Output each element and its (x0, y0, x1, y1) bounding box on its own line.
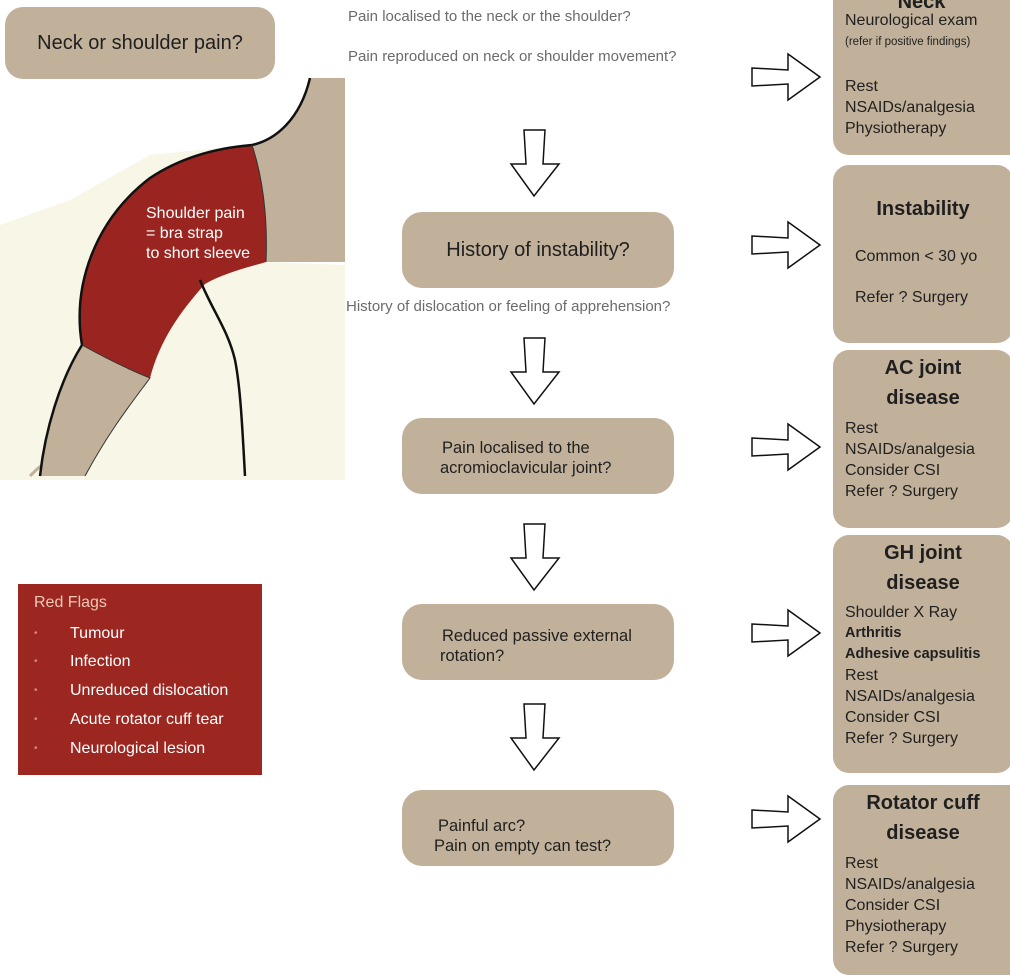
question-neck-2: Pain reproduced on neck or shoulder move… (348, 48, 677, 65)
outcome-title: Rotator cuff (866, 792, 980, 814)
outcome-title: disease (886, 387, 960, 409)
outcome-line: Rest (845, 855, 878, 872)
outcome-line: (refer if positive findings) (845, 36, 971, 48)
outcome-line: Consider CSI (845, 462, 941, 479)
shoulder-label-line: Shoulder pain (146, 205, 245, 222)
bullet-icon: • (34, 656, 38, 667)
red-flag-item: • Acute rotator cuff tear (34, 710, 224, 730)
outcome-line: NSAIDs/analgesia (845, 876, 975, 893)
outcome-title: disease (886, 822, 960, 844)
outcome-title: Neck (897, 0, 946, 13)
shoulder-label-line: = bra strap (146, 225, 223, 242)
red-flag-label: Unreduced dislocation (70, 682, 229, 700)
flow-box-label: Pain localised to the (442, 439, 590, 457)
question-neck-1: Pain localised to the neck or the should… (348, 8, 631, 25)
right-arrow-icon (751, 608, 822, 658)
outcome-title: AC joint (884, 357, 962, 379)
shoulder-label-line: to short sleeve (146, 245, 251, 262)
red-flag-item: • Tumour (34, 624, 125, 644)
outcome-line: Common < 30 yo (855, 248, 978, 265)
outcome-title: GH joint (884, 542, 962, 564)
outcome-line: Arthritis (845, 625, 902, 641)
outcome-ac-joint: AC joint disease Rest NSAIDs/analgesia C… (833, 350, 1010, 528)
outcome-line: Consider CSI (845, 897, 941, 914)
flow-box-label: Reduced passive external (442, 627, 632, 645)
outcome-line: Refer ? Surgery (845, 939, 958, 956)
flow-box-label: History of instability? (446, 239, 630, 261)
red-flag-label: Tumour (70, 625, 125, 643)
outcome-gh-joint: GH joint disease Shoulder X Ray Arthriti… (833, 535, 1010, 773)
flow-box-external-rotation: Reduced passive external rotation? (402, 604, 674, 680)
outcome-line: Physiotherapy (845, 918, 947, 935)
outcome-line: NSAIDs/analgesia (845, 99, 975, 116)
flow-box-rotator-cuff: Painful arc? Pain on empty can test? (402, 790, 674, 866)
outcome-line: Neurological exam (845, 12, 978, 29)
down-arrow-icon (509, 337, 561, 406)
outcome-line: Shoulder X Ray (845, 604, 958, 621)
right-arrow-icon (751, 52, 822, 102)
outcome-title: disease (886, 572, 960, 594)
red-flag-item: • Neurological lesion (34, 739, 205, 759)
question-dislocation: History of dislocation or feeling of app… (346, 298, 671, 315)
flow-box-label: rotation? (440, 647, 505, 665)
red-flags-panel: Red Flags • Tumour • Infection • Unreduced … (18, 584, 262, 775)
outcome-line: NSAIDs/analgesia (845, 688, 975, 705)
right-arrow-icon (751, 794, 822, 844)
bullet-icon: • (34, 714, 38, 725)
outcome-line: Physiotherapy (845, 120, 947, 137)
down-arrow-icon (509, 703, 561, 772)
down-arrow-icon (509, 523, 561, 592)
flow-box-label: Painful arc? (438, 817, 526, 835)
flow-box-label: Pain on empty can test? (434, 837, 612, 855)
bullet-icon: • (34, 628, 38, 639)
outcome-line: NSAIDs/analgesia (845, 441, 975, 458)
right-arrow-icon (751, 220, 822, 270)
red-flag-label: Infection (70, 653, 131, 671)
shoulder-pain-label: Shoulder pain = bra strap to short sleev… (146, 204, 250, 264)
red-flag-label: Acute rotator cuff tear (70, 711, 224, 729)
start-box: Neck or shoulder pain? (5, 7, 275, 79)
flow-box-instability: History of instability? (402, 212, 674, 288)
start-box-label: Neck or shoulder pain? (37, 32, 243, 54)
outcome-line: Refer ? Surgery (845, 483, 958, 500)
outcome-title: Instability (876, 198, 970, 220)
outcome-line: Rest (845, 78, 878, 95)
outcome-line: Refer ? Surgery (855, 289, 968, 306)
right-arrow-icon (751, 422, 822, 472)
flow-box-ac-joint: Pain localised to the acromioclavicular … (402, 418, 674, 494)
flow-box-label: acromioclavicular joint? (440, 459, 612, 477)
red-flag-item: • Infection (34, 652, 130, 672)
bullet-icon: • (34, 685, 38, 696)
bullet-icon: • (34, 743, 38, 754)
outcome-line: Rest (845, 667, 878, 684)
outcome-instability: Instability Common < 30 yo Refer ? Surge… (833, 165, 1010, 343)
outcome-line: Adhesive capsulitis (845, 646, 981, 662)
red-flag-item: • Unreduced dislocation (34, 681, 228, 701)
red-flags-title: Red Flags (34, 594, 107, 611)
outcome-line: Rest (845, 420, 878, 437)
red-flag-label: Neurological lesion (70, 740, 206, 758)
outcome-rotator-cuff: Rotator cuff disease Rest NSAIDs/analges… (833, 785, 1010, 975)
down-arrow-icon (509, 129, 561, 198)
outcome-line: Consider CSI (845, 709, 941, 726)
shoulder-illustration (0, 70, 345, 480)
outcome-line: Refer ? Surgery (845, 730, 958, 747)
outcome-neck: Neck Neurological exam (refer if positiv… (833, 0, 1010, 155)
